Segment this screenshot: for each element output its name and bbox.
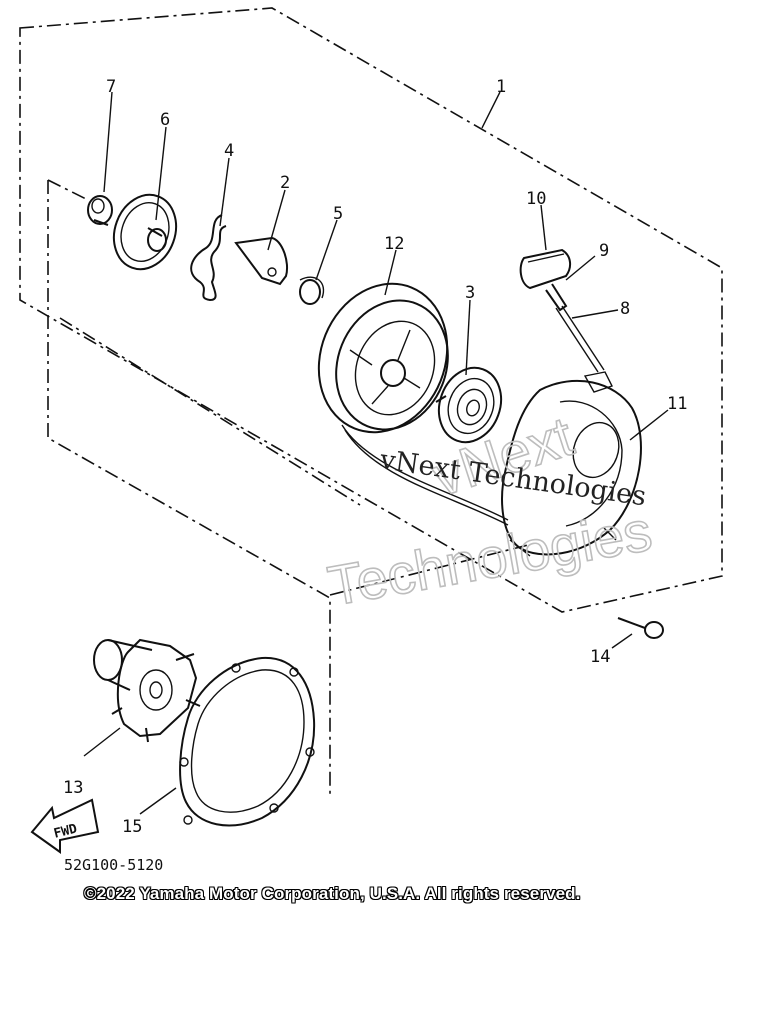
- callout-14: 14: [590, 647, 610, 667]
- callout-4: 4: [224, 141, 234, 161]
- callout-1: 1: [496, 77, 506, 97]
- callout-5: 5: [333, 204, 343, 224]
- callout-8: 8: [620, 299, 630, 319]
- callout-3: 3: [465, 283, 475, 303]
- starter-rope: [341, 424, 509, 526]
- fwd-label: FWD: [52, 822, 79, 842]
- assembly-boundary: [19, 7, 723, 613]
- part-14-bolt[interactable]: [617, 617, 664, 639]
- part-4-spring-clip[interactable]: [190, 214, 227, 302]
- callout-11: 11: [667, 394, 687, 414]
- fwd-arrow-icon: FWD: [30, 798, 100, 854]
- part-12-pulley[interactable]: [297, 264, 469, 451]
- callout-10: 10: [526, 189, 546, 209]
- callout-6: 6: [160, 110, 170, 130]
- part-11-starter-case[interactable]: [501, 371, 642, 557]
- leader-lines: [83, 91, 669, 815]
- callout-2: 2: [280, 173, 290, 193]
- part-15-gasket[interactable]: [179, 656, 316, 827]
- part-10-handle[interactable]: [519, 248, 572, 290]
- callout-12: 12: [384, 234, 404, 254]
- callout-15: 15: [122, 817, 142, 837]
- part-3-recoil-spring[interactable]: [429, 359, 511, 451]
- part-13-drive-plate[interactable]: [93, 638, 201, 743]
- callout-9: 9: [599, 241, 609, 261]
- callout-7: 7: [106, 77, 116, 97]
- part-2-pawl[interactable]: [234, 236, 288, 286]
- part-7-collar[interactable]: [87, 195, 113, 226]
- construction-lines: [47, 179, 529, 795]
- part-9-handle-stem[interactable]: [545, 283, 568, 312]
- callout-13: 13: [63, 778, 83, 798]
- part-8-rope[interactable]: [555, 305, 605, 373]
- copyright-notice: ©2022 Yamaha Motor Corporation, U.S.A. A…: [84, 884, 581, 903]
- diagram-code: 52G100-5120: [64, 856, 163, 874]
- part-6-plate[interactable]: [104, 186, 186, 278]
- part-5-spring[interactable]: [299, 276, 325, 305]
